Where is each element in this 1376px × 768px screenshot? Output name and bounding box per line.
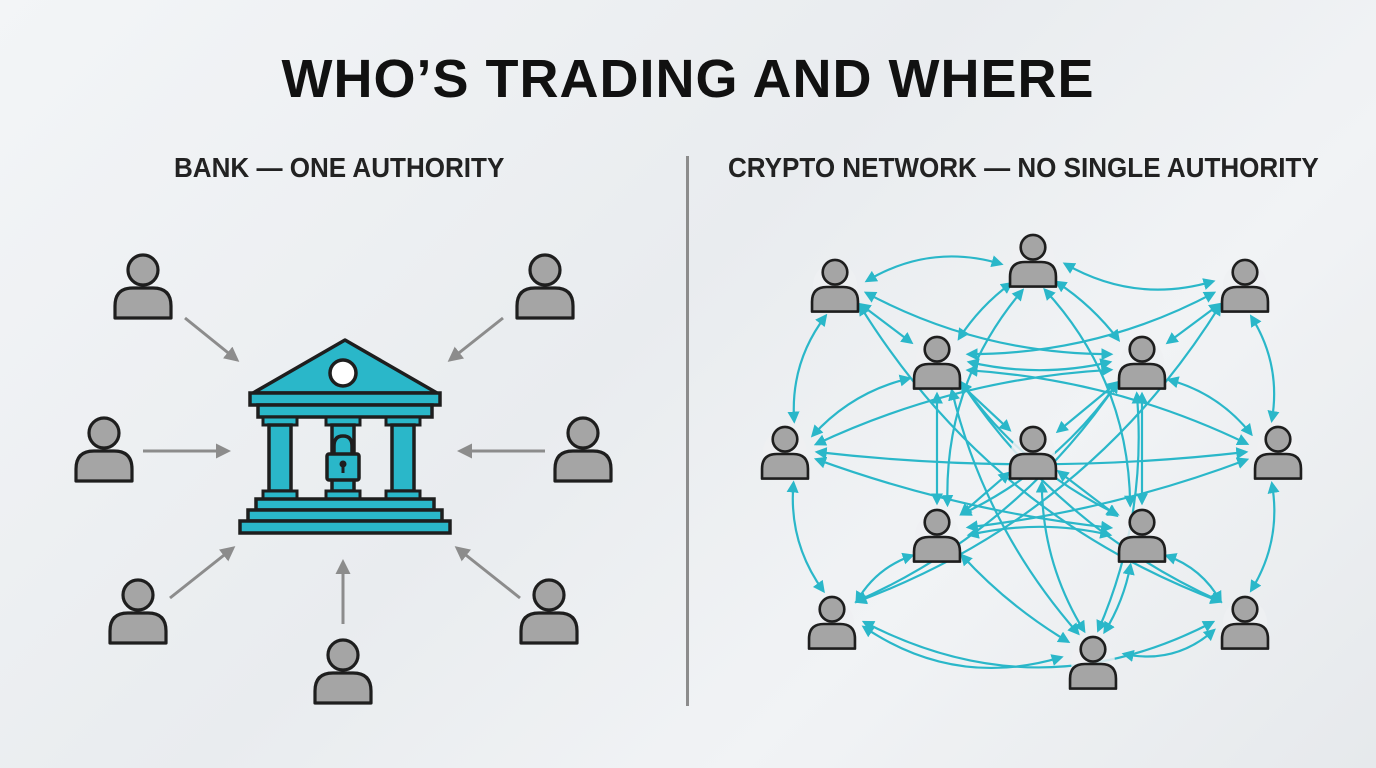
network-connection-11 [810, 374, 912, 438]
network-connection-36 [1043, 287, 1137, 508]
network-connection-1 [864, 255, 1004, 283]
bank-user-6-icon [519, 578, 579, 645]
network-connection-18 [966, 525, 1113, 539]
panel-divider [686, 156, 689, 706]
network-user-10-icon [1117, 508, 1167, 563]
network-user-1-icon [1008, 233, 1058, 288]
bank-user-3-icon [74, 416, 134, 483]
network-connection-33 [813, 456, 1114, 533]
bank-arrow-2 [447, 316, 504, 362]
network-user-9-icon [912, 508, 962, 563]
page-title: WHO’S TRADING AND WHERE [281, 49, 1095, 109]
crypto-network-nodes [760, 233, 1303, 690]
bank-arrow-1 [184, 316, 240, 362]
network-connection-10 [1121, 628, 1216, 662]
network-user-2-icon [810, 258, 860, 313]
network-user-11-icon [807, 595, 857, 650]
network-connection-30 [965, 291, 1217, 361]
bank-user-7-icon [313, 638, 373, 705]
crypto-network-connections [786, 255, 1280, 670]
bank-users [74, 253, 613, 705]
network-user-4-icon [912, 335, 962, 390]
network-connection-41 [1096, 391, 1144, 633]
bank-panel [74, 253, 613, 705]
network-connection-8 [1249, 481, 1280, 593]
network-connection-9 [861, 625, 1064, 670]
bank-building-icon [238, 338, 452, 535]
network-connection-17 [966, 358, 1113, 372]
bank-arrow-5 [169, 546, 236, 600]
network-connection-40 [948, 388, 1080, 636]
crypto-panel-subtitle: CRYPTO NETWORK — NO SINGLE AUTHORITY [728, 152, 1319, 183]
network-connection-6 [1249, 314, 1280, 423]
network-user-5-icon [1117, 335, 1167, 390]
bank-user-4-icon [553, 416, 613, 483]
bank-arrow-6 [454, 546, 521, 600]
network-user-8-icon [1253, 425, 1303, 480]
network-user-12-icon [1220, 595, 1270, 650]
bank-user-2-icon [515, 253, 575, 320]
padlock-icon [325, 434, 361, 482]
network-user-7-icon [1008, 425, 1058, 480]
network-connection-42 [960, 553, 1071, 644]
network-connection-21 [1054, 280, 1121, 343]
network-connection-5 [787, 313, 828, 424]
network-connection-39 [861, 620, 1216, 669]
network-connection-43 [1103, 562, 1135, 635]
bank-user-1-icon [113, 253, 173, 320]
network-connection-45 [965, 364, 1250, 446]
bank-user-5-icon [108, 578, 168, 645]
crypto-panel [760, 233, 1303, 690]
bank-panel-subtitle: BANK — ONE AUTHORITY [174, 152, 505, 183]
network-user-13-icon [1068, 635, 1118, 690]
network-user-3-icon [1220, 258, 1270, 313]
bank-arrows [143, 316, 545, 624]
network-connection-2 [1062, 262, 1216, 291]
network-connection-20 [957, 281, 1014, 341]
network-connection-4 [1165, 302, 1222, 345]
network-user-6-icon [760, 425, 810, 480]
network-connection-26 [1035, 480, 1086, 634]
network-connection-7 [786, 480, 825, 594]
